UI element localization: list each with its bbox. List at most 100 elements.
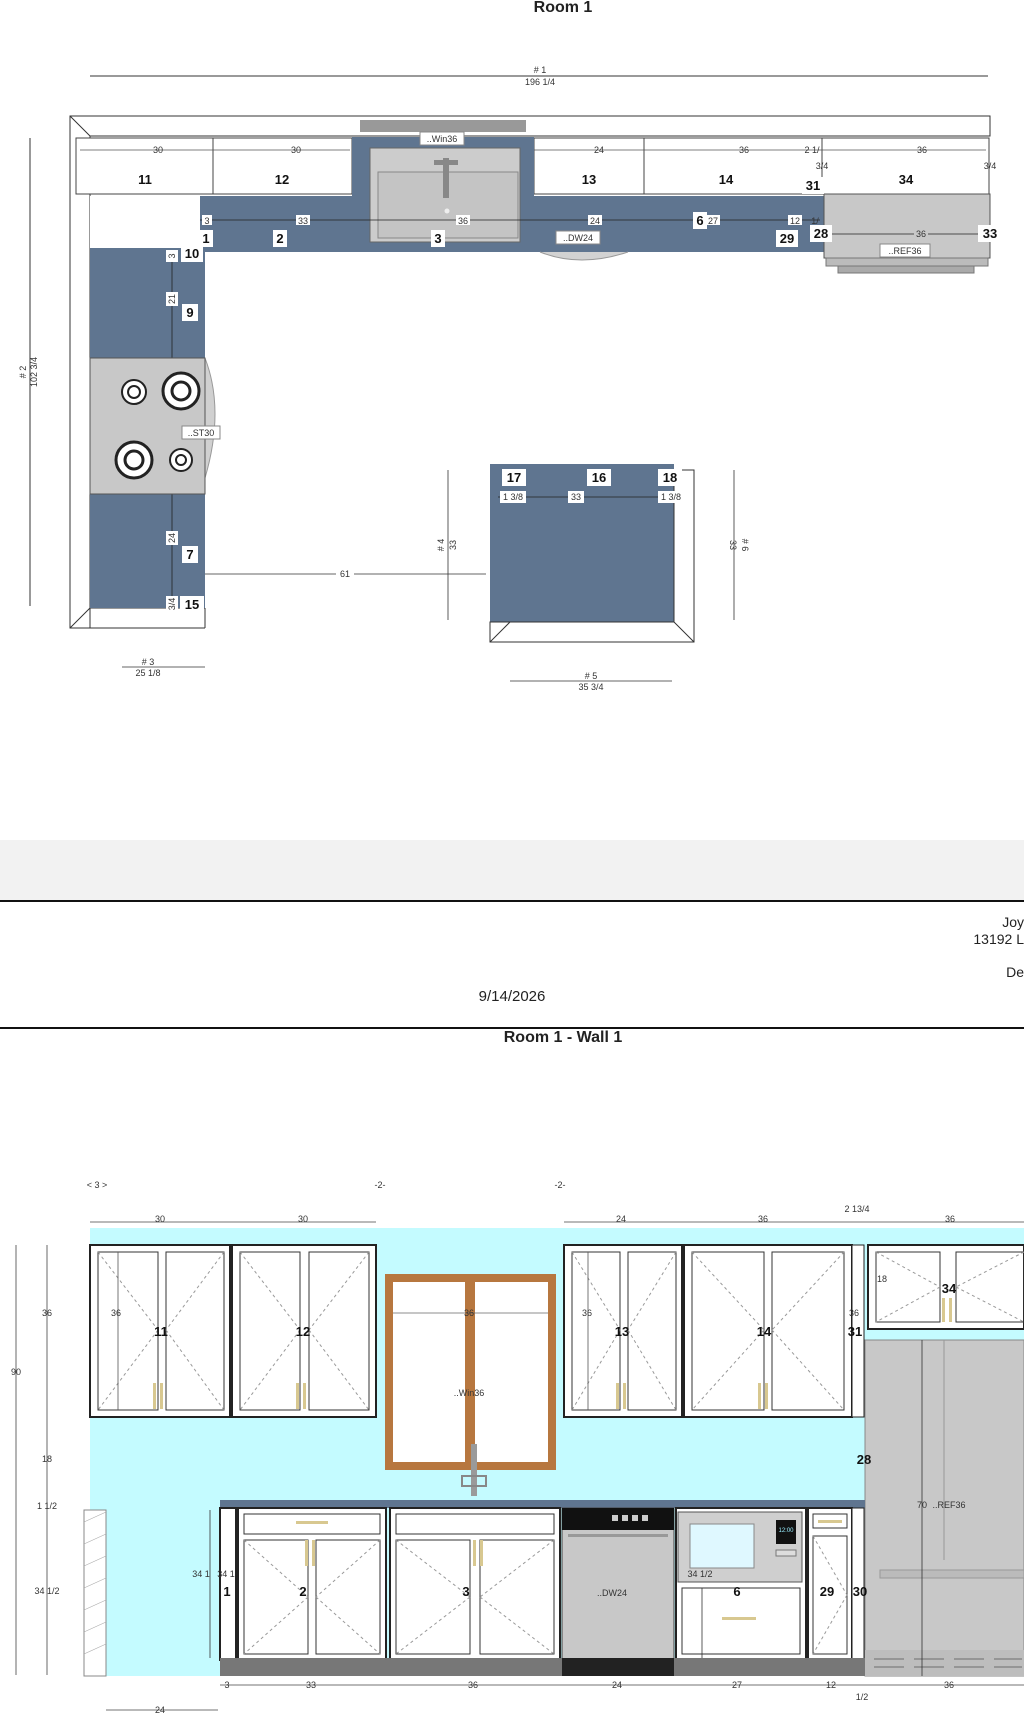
plan-refrigerator-handle: [837, 265, 975, 274]
counter-dim-24-bg: [588, 215, 602, 225]
left-dim-34-bg: [166, 596, 178, 612]
elevation-countertop: [220, 1500, 865, 1508]
plan-box-31: [802, 177, 824, 194]
plan-st-tag: [181, 425, 221, 440]
page-header: Joy 13192 L De 9/14/2026: [0, 900, 1024, 1029]
dim-3-value: 25 1/8: [135, 668, 160, 678]
top-mark-3: -2-: [555, 1180, 566, 1190]
elev-label-30: 30: [853, 1584, 867, 1599]
report-date: 9/14/2026: [478, 988, 546, 1005]
plan-st-label: ..ST30: [188, 428, 215, 438]
faucet-icon: [443, 158, 449, 198]
plan-label-13: 13: [582, 172, 596, 187]
top-mark-2: -2-: [375, 1180, 386, 1190]
toe-kick: [220, 1658, 865, 1676]
plan-label-15: 15: [185, 597, 199, 612]
inner-dim-70: 70: [917, 1500, 927, 1510]
plan-label-7: 7: [186, 547, 193, 562]
dim-1-value: 196 1/4: [525, 77, 555, 87]
plan-box-33: [978, 225, 1002, 242]
plan-box-labels: 1 2 3 6 29 28 31 33 10 9 7 15 17 16 18 .…: [180, 177, 1002, 613]
inner-dim-13: 36: [582, 1308, 592, 1318]
upper-dim-34: 36: [917, 145, 927, 155]
bottom-dim-12: 12: [826, 1680, 836, 1690]
elev-label-12: 12: [296, 1324, 310, 1339]
elevation-dishwasher: [561, 1507, 675, 1661]
plan-label-6: 6: [696, 213, 703, 228]
client-address: 13192 L: [973, 931, 1024, 947]
counter-dim-33: 33: [298, 216, 308, 226]
bottom-dim-small: 1/2: [856, 1692, 869, 1702]
elevation-window: [385, 1274, 556, 1470]
plan-label-11: 11: [138, 172, 152, 187]
ref-dim-bg: [914, 228, 928, 240]
elev-label-29: 29: [820, 1584, 834, 1599]
plan-win-tag: [419, 131, 465, 146]
plan-label-31: 31: [806, 178, 820, 193]
top-dim-13: 24: [616, 1214, 626, 1224]
plan-label-29: 29: [780, 231, 794, 246]
left-dim-21-bg: [166, 292, 178, 306]
elev-ref-label: ..REF36: [932, 1500, 965, 1510]
dim-5-label: # 5: [585, 671, 598, 681]
upper-cabinet-run-right: [533, 137, 990, 195]
aisle-dim-bg: [336, 568, 354, 580]
plan-box-6: [693, 212, 707, 229]
plan-label-1: 1: [202, 231, 209, 246]
upper-dim-12: 30: [291, 145, 301, 155]
left-dim-3: 3: [167, 253, 177, 258]
plan-label-34: 34: [899, 172, 914, 187]
plan-label-18: 18: [663, 470, 677, 485]
counter-dim-27: 27: [708, 216, 718, 226]
wall-corner-bottom: [69, 607, 91, 629]
plan-box-17: [502, 469, 526, 486]
inner-dim-34-left: 34 1: [192, 1569, 210, 1579]
faucet-handle-icon: [434, 160, 458, 165]
bottom-dim-27: 27: [732, 1680, 742, 1690]
counter-dim-12: 12: [790, 216, 800, 226]
burner-icon: [114, 440, 154, 480]
bottom-dim-36: 36: [468, 1680, 478, 1690]
plan-box-2: [273, 230, 287, 247]
elev-label-1: 1: [223, 1584, 230, 1599]
filler-31: [851, 1244, 865, 1418]
island-dim-b-bg: [568, 491, 584, 503]
upper-cabinet-34: [867, 1244, 1024, 1330]
plan-label-10: 10: [185, 246, 199, 261]
dim-6-value: 33: [728, 540, 738, 550]
elev-label-3: 3: [462, 1584, 469, 1599]
counter-dim-half: 1/: [811, 216, 819, 226]
top-dim-34: 36: [945, 1214, 955, 1224]
island-dim-a: 1 3/8: [503, 492, 523, 502]
bottom-dim-33: 33: [306, 1680, 316, 1690]
island-dim-c: 1 3/8: [661, 492, 681, 502]
faucet-icon: [461, 1444, 487, 1496]
elev-label-28: 28: [857, 1452, 871, 1467]
upper-cabinet-13: [563, 1244, 683, 1418]
bottom-dim-24: 24: [612, 1680, 622, 1690]
inner-dim-34-left-b: 34 1: [217, 1569, 235, 1579]
bottom-dim-36-ref: 36: [944, 1680, 954, 1690]
counter-dim-3-bg: [202, 215, 212, 225]
upper-dim-11: 30: [153, 145, 163, 155]
elevation-title: Room 1 - Wall 1: [504, 1029, 623, 1046]
client-extra: De: [1006, 964, 1024, 980]
plan-window-bar: [360, 120, 526, 132]
bottom-dim-24-left: 24: [155, 1705, 165, 1715]
top-dim-12: 30: [298, 1214, 308, 1224]
island-dim-a-bg: [500, 491, 526, 503]
left-dim-21: 21: [167, 294, 177, 304]
left-dim-36: 36: [42, 1308, 52, 1318]
burner-icon: [161, 371, 201, 411]
left-dim-24: 24: [167, 533, 177, 543]
plan-win-label: ..Win36: [427, 134, 458, 144]
elev-win-label: ..Win36: [454, 1388, 485, 1398]
dishwasher-door-arc: [539, 251, 629, 261]
counter-dim-3: 3: [204, 216, 209, 226]
plan-box-10: [181, 245, 203, 262]
dim-3-label: # 3: [142, 657, 155, 667]
ref-dim: 36: [916, 229, 926, 239]
island-dim-b: 33: [571, 492, 581, 502]
left-dim-34: 3/4: [167, 598, 177, 611]
upper-small-2: 3/4: [984, 161, 997, 171]
